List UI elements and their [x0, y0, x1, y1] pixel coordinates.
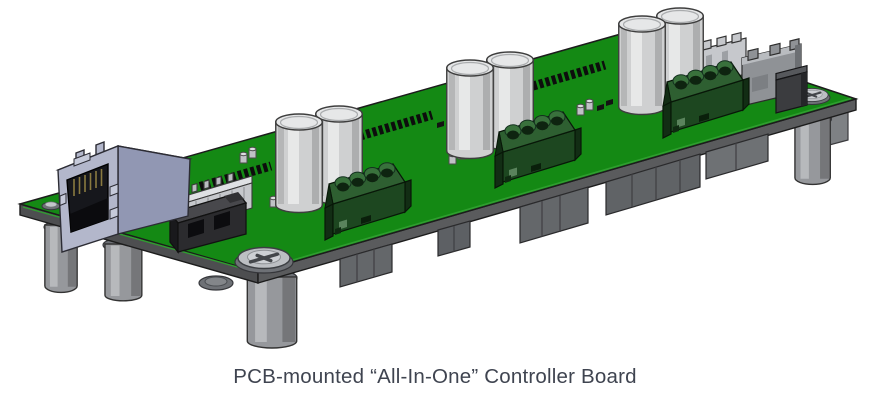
capacitor — [618, 15, 666, 116]
pin-header-row — [198, 161, 273, 191]
mounting-screws — [41, 87, 831, 274]
capacitor — [446, 59, 494, 160]
rj45-latch-tab — [59, 192, 67, 207]
rj45-pins — [73, 169, 103, 196]
bottom-side-components — [339, 133, 769, 288]
pcb-edge-chamfer — [261, 97, 852, 270]
rj45-jack — [55, 140, 193, 253]
figure-caption: PCB-mounted “All-In-One” Controller Boar… — [233, 365, 637, 388]
connector-housing-dark — [775, 64, 808, 114]
standoff-leg — [246, 276, 298, 349]
pin-headers — [198, 60, 607, 191]
rj45-latch-tab — [109, 206, 119, 220]
standoff-leg — [794, 116, 831, 186]
standoff-spacer-top — [204, 276, 228, 287]
wire-connector — [168, 192, 248, 254]
rj45-latch-tab — [73, 152, 91, 167]
rj45-latch-tab — [109, 183, 119, 197]
rj45-port-shadow — [70, 198, 108, 232]
capacitor — [275, 113, 323, 214]
pin-header-row — [358, 110, 434, 141]
mounting-screw — [44, 201, 58, 208]
mounting-screw — [236, 245, 292, 271]
pin-header-row — [531, 60, 607, 91]
standoff-leg — [104, 243, 143, 302]
